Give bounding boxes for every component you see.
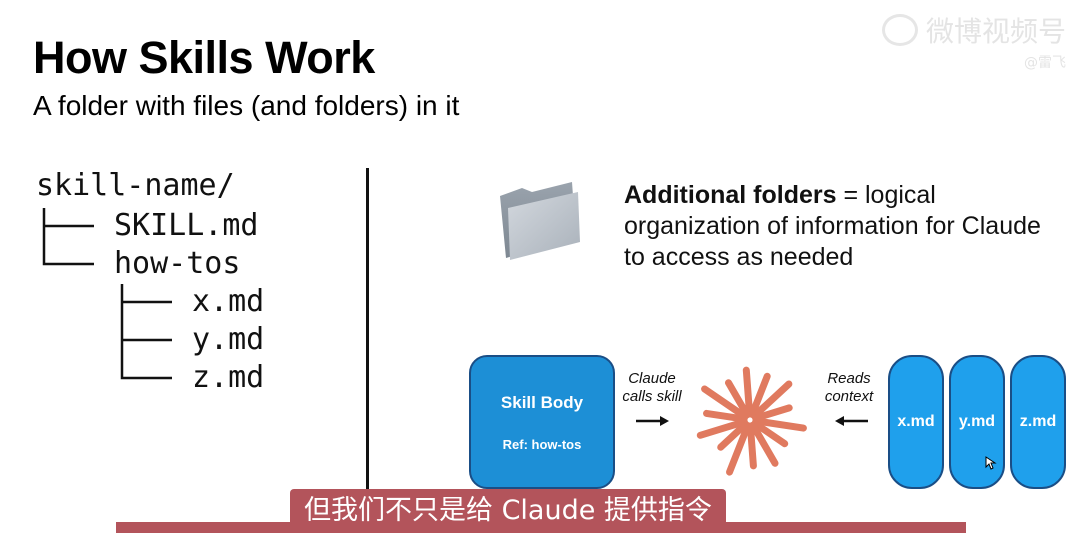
skill-body-title: Skill Body: [500, 393, 584, 412]
tree-root: skill-name/: [36, 168, 235, 203]
watermark-main: 微博视频号: [925, 15, 1066, 48]
description-bold: Additional folders: [624, 181, 837, 209]
skill-body-box: Skill Body Ref: how-tos: [469, 355, 615, 489]
tree-item-y-md: y.md: [192, 322, 265, 357]
file-pill-z: z.md: [1010, 355, 1066, 489]
arrow-right-icon: [636, 416, 669, 426]
file-pill-x: x.md: [888, 355, 944, 489]
tree-item-z-md: z.md: [192, 360, 265, 395]
video-caption: 但我们不只是给 Claude 提供指令: [290, 489, 726, 533]
reads-line1: Reads: [827, 370, 871, 387]
mouse-cursor-icon: [985, 456, 997, 470]
claude-calls-line2: calls skill: [622, 388, 682, 405]
vertical-divider: [366, 168, 369, 491]
folder-description: Additional folders = logical organizatio…: [624, 180, 1064, 273]
tree-item-skill-md: SKILL.md: [114, 208, 259, 243]
watermark-handle: @雷飞: [1024, 55, 1066, 71]
watermark: 微博视频号 @雷飞: [881, 10, 1066, 72]
folder-icon: [500, 182, 580, 260]
description-rest: = logical organization of information fo…: [624, 181, 1041, 271]
tree-lines: [42, 208, 172, 380]
skill-body-ref: Ref: how-tos: [502, 437, 582, 452]
claude-burst-icon: [696, 366, 807, 476]
reads-context-label: Reads context: [812, 370, 886, 406]
arrow-left-icon: [835, 416, 868, 426]
slide-subtitle: A folder with files (and folders) in it: [33, 90, 460, 121]
claude-calls-line1: Claude: [628, 370, 676, 387]
claude-calls-label: Claude calls skill: [614, 370, 690, 406]
weibo-logo-icon: [881, 14, 918, 46]
tree-item-x-md: x.md: [192, 284, 265, 319]
tree-item-how-tos: how-tos: [114, 246, 241, 281]
reads-line2: context: [824, 388, 874, 405]
slide-title: How Skills Work: [33, 32, 375, 83]
file-pill-y: y.md: [949, 355, 1005, 489]
